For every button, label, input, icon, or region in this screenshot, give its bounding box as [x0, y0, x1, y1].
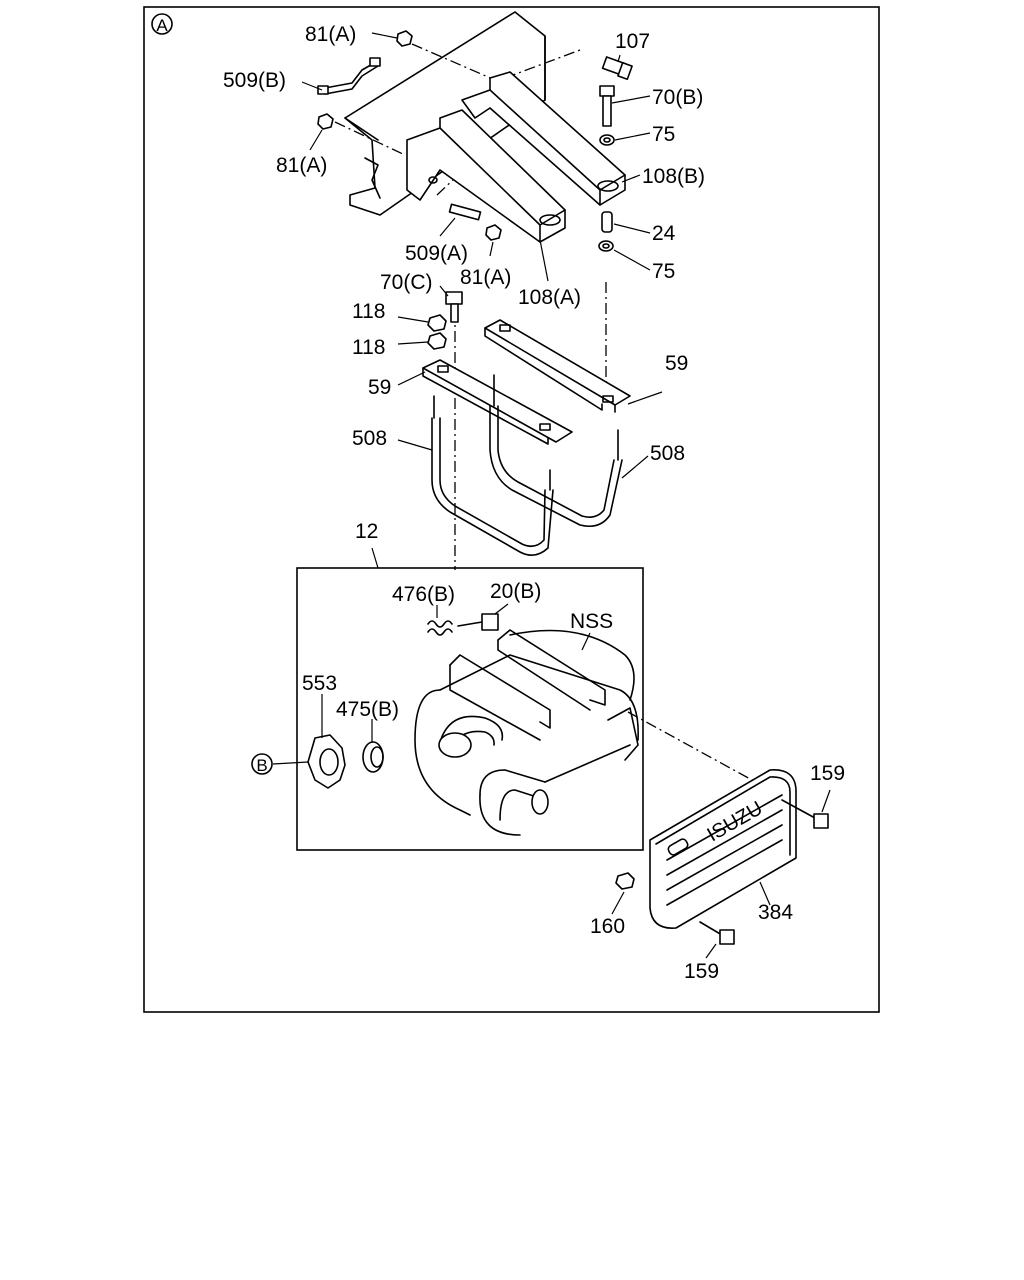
label-70b: 70(B) [652, 86, 703, 109]
muffler-tail-pipe [479, 769, 549, 836]
label-107: 107 [615, 30, 650, 53]
label-509a: 509(A) [405, 242, 468, 265]
seal-475b [362, 741, 384, 773]
view-marker-a: A [151, 13, 173, 35]
label-81a-top: 81(A) [305, 23, 356, 46]
svg-text:A: A [156, 16, 168, 35]
label-20b: 20(B) [490, 580, 541, 603]
label-553: 553 [302, 672, 337, 695]
svg-text:B: B [256, 756, 267, 775]
nut-81a-mid [485, 224, 502, 241]
label-12: 12 [355, 520, 378, 543]
bracket-108a [406, 109, 566, 243]
label-118-upper: 118 [352, 300, 385, 323]
spring-476b [427, 620, 453, 636]
bolt-107 [601, 56, 633, 81]
bracket-108b [461, 71, 626, 206]
nut-118-lower [427, 332, 447, 350]
label-59-right: 59 [665, 352, 688, 375]
muffler-body [414, 629, 639, 816]
label-118-lower: 118 [352, 336, 385, 359]
u-strap-508-right [489, 374, 623, 528]
bolt-159-bottom [699, 921, 735, 945]
label-81a-mid: 81(A) [460, 266, 511, 289]
gasket-553 [307, 734, 346, 789]
label-509b: 509(B) [223, 69, 286, 92]
label-nss: NSS [570, 610, 613, 633]
label-384: 384 [758, 901, 793, 924]
label-159-top: 159 [810, 762, 845, 785]
label-70c: 70(C) [380, 271, 433, 294]
u-strap-508-left [431, 395, 554, 556]
bolt-70b [599, 85, 615, 127]
hanger-plate-59-rear [484, 319, 631, 413]
hanger-plate-59-front [422, 359, 573, 445]
muffler-assembly-box [296, 567, 644, 851]
nut-81a-top [396, 30, 413, 47]
chassis-frame-rail [344, 11, 546, 216]
label-24: 24 [652, 222, 676, 245]
stud-509a [448, 203, 482, 221]
leader-lines [272, 32, 831, 959]
nut-118-upper [427, 314, 447, 332]
bolt-70c [445, 291, 463, 323]
label-108a: 108(A) [518, 286, 581, 309]
washer-75-bottom [598, 240, 614, 252]
spacer-24 [601, 211, 613, 233]
label-81a-left: 81(A) [276, 154, 327, 177]
washer-75-top [599, 134, 615, 146]
label-508-left: 508 [352, 427, 387, 450]
label-475b: 475(B) [336, 698, 399, 721]
diagram-frame [143, 6, 880, 1013]
nut-81a-left [317, 113, 334, 130]
label-159-bottom: 159 [684, 960, 719, 983]
label-59-left: 59 [368, 376, 391, 399]
label-476b: 476(B) [392, 583, 455, 606]
label-75-top: 75 [652, 123, 675, 146]
label-108b: 108(B) [642, 165, 705, 188]
bolt-159-top [781, 799, 829, 829]
detail-marker-b: B [251, 753, 273, 775]
label-75-bottom: 75 [652, 260, 675, 283]
label-160: 160 [590, 915, 625, 938]
nut-160 [615, 872, 635, 890]
muffler-inlet-pipe [438, 715, 504, 758]
callout-labels: 81(A) 509(B) 81(A) 107 70(B) 75 108(B) 2… [223, 23, 845, 983]
bolt-20b [457, 613, 499, 631]
label-508-right: 508 [650, 442, 685, 465]
stud-509b [317, 57, 381, 95]
heat-shield-384: ISUZU [649, 769, 797, 929]
